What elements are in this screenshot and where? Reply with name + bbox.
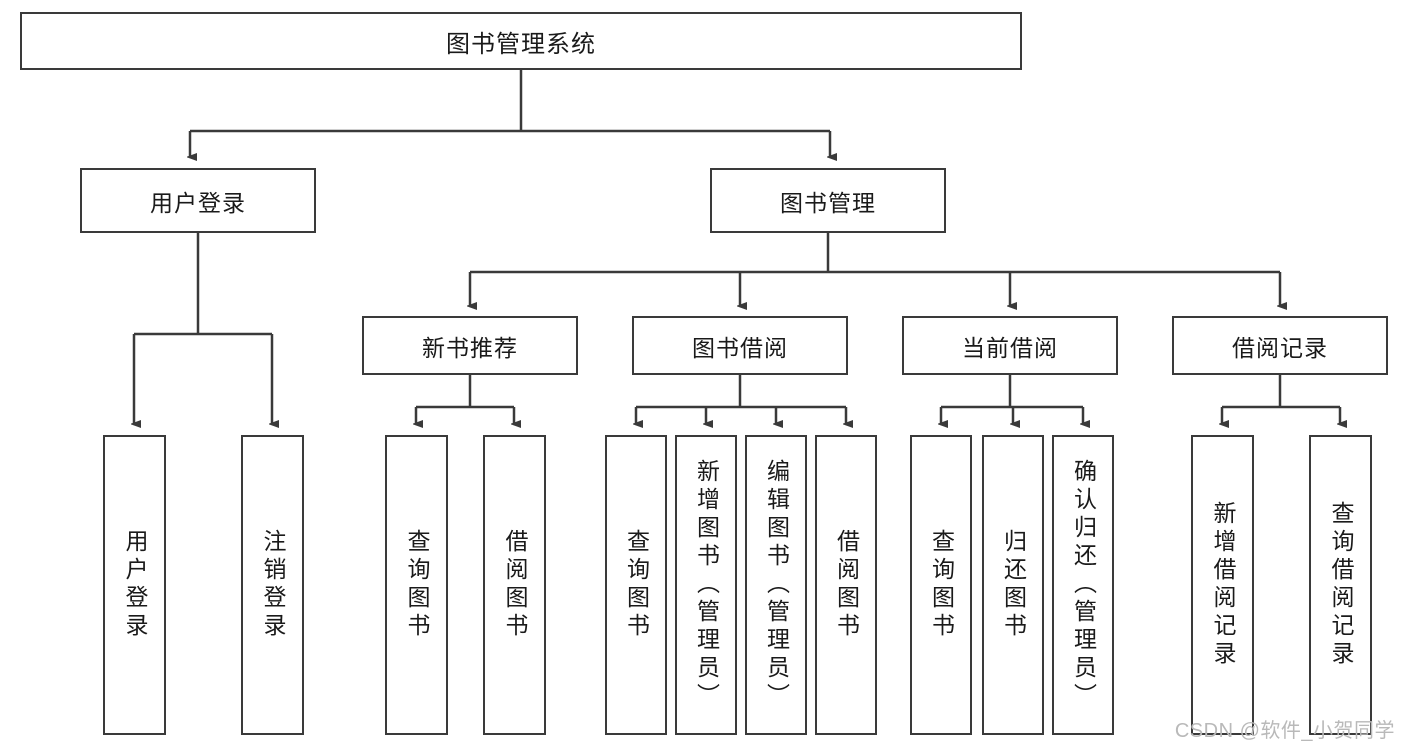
node-label: 借阅图书 xyxy=(502,529,528,641)
node-label: 查询图书 xyxy=(404,529,430,641)
node-label: 用户登录 xyxy=(150,189,246,216)
node-borrow-record[interactable]: 借阅记录 xyxy=(1172,316,1388,375)
leaf-new-book-query[interactable]: 查询图书 xyxy=(385,435,448,735)
node-label: 确认归还（管理员） xyxy=(1070,459,1097,711)
node-new-book-recommend[interactable]: 新书推荐 xyxy=(362,316,578,375)
node-label: 查询借阅记录 xyxy=(1328,501,1354,669)
leaf-book-borrow-borrow[interactable]: 借阅图书 xyxy=(815,435,877,735)
node-label: 借阅图书 xyxy=(833,529,860,641)
node-label: 图书管理 xyxy=(780,189,876,216)
node-label: 借阅记录 xyxy=(1232,334,1328,361)
leaf-book-borrow-query[interactable]: 查询图书 xyxy=(605,435,667,735)
leaf-current-borrow-return[interactable]: 归还图书 xyxy=(982,435,1044,735)
node-book-management[interactable]: 图书管理 xyxy=(710,168,946,233)
node-label: 图书借阅 xyxy=(692,334,788,361)
node-label: 归还图书 xyxy=(1000,529,1027,641)
leaf-borrow-record-query[interactable]: 查询借阅记录 xyxy=(1309,435,1372,735)
node-label: 图书管理系统 xyxy=(446,30,596,58)
leaf-borrow-record-add[interactable]: 新增借阅记录 xyxy=(1191,435,1254,735)
leaf-user-login-logout[interactable]: 注销登录 xyxy=(241,435,304,735)
node-label: 用户登录 xyxy=(122,529,148,641)
node-label: 查询图书 xyxy=(928,529,955,641)
watermark: CSDN @软件_小贺同学 xyxy=(1174,720,1395,742)
node-label: 注销登录 xyxy=(260,529,286,641)
node-label: 新增图书（管理员） xyxy=(693,459,720,711)
node-label: 当前借阅 xyxy=(962,334,1058,361)
leaf-current-borrow-confirm-return-admin[interactable]: 确认归还（管理员） xyxy=(1052,435,1114,735)
node-label: 编辑图书（管理员） xyxy=(763,459,790,711)
leaf-book-borrow-add-admin[interactable]: 新增图书（管理员） xyxy=(675,435,737,735)
leaf-book-borrow-edit-admin[interactable]: 编辑图书（管理员） xyxy=(745,435,807,735)
node-user-login[interactable]: 用户登录 xyxy=(80,168,316,233)
node-label: 查询图书 xyxy=(623,529,650,641)
leaf-user-login-login[interactable]: 用户登录 xyxy=(103,435,166,735)
node-label: 新增借阅记录 xyxy=(1210,501,1236,669)
node-book-borrow[interactable]: 图书借阅 xyxy=(632,316,848,375)
leaf-current-borrow-query[interactable]: 查询图书 xyxy=(910,435,972,735)
leaf-new-book-borrow[interactable]: 借阅图书 xyxy=(483,435,546,735)
node-root-book-management-system[interactable]: 图书管理系统 xyxy=(20,12,1022,70)
node-current-borrow[interactable]: 当前借阅 xyxy=(902,316,1118,375)
node-label: 新书推荐 xyxy=(422,334,518,361)
